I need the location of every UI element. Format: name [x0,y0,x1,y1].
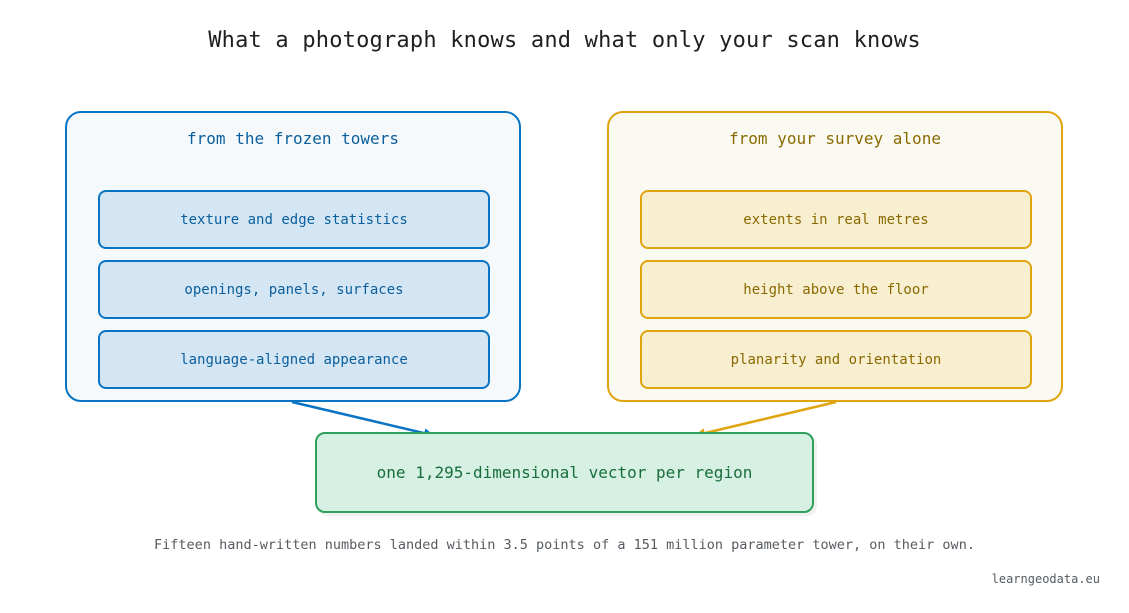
left-to-result-arrow [291,400,434,439]
survey-group-title: from your survey alone [729,129,941,148]
frozen-towers-item: language-aligned appearance [98,330,490,389]
result-vector-box: one 1,295-dimensional vector per region [315,432,814,513]
frozen-towers-item: texture and edge statistics [98,190,490,249]
survey-item: planarity and orientation [640,330,1032,389]
survey-group: from your survey alone extents in real m… [607,111,1063,402]
frozen-towers-item: openings, panels, surfaces [98,260,490,319]
survey-item: extents in real metres [640,190,1032,249]
diagram-title: What a photograph knows and what only yo… [208,28,921,53]
frozen-towers-group: from the frozen towers texture and edge … [65,111,521,402]
caption: Fifteen hand-written numbers landed with… [154,537,975,553]
frozen-towers-group-title: from the frozen towers [187,129,399,148]
right-to-result-arrow [695,400,837,439]
credit-link[interactable]: learngeodata.eu [991,572,1100,586]
survey-item: height above the floor [640,260,1032,319]
